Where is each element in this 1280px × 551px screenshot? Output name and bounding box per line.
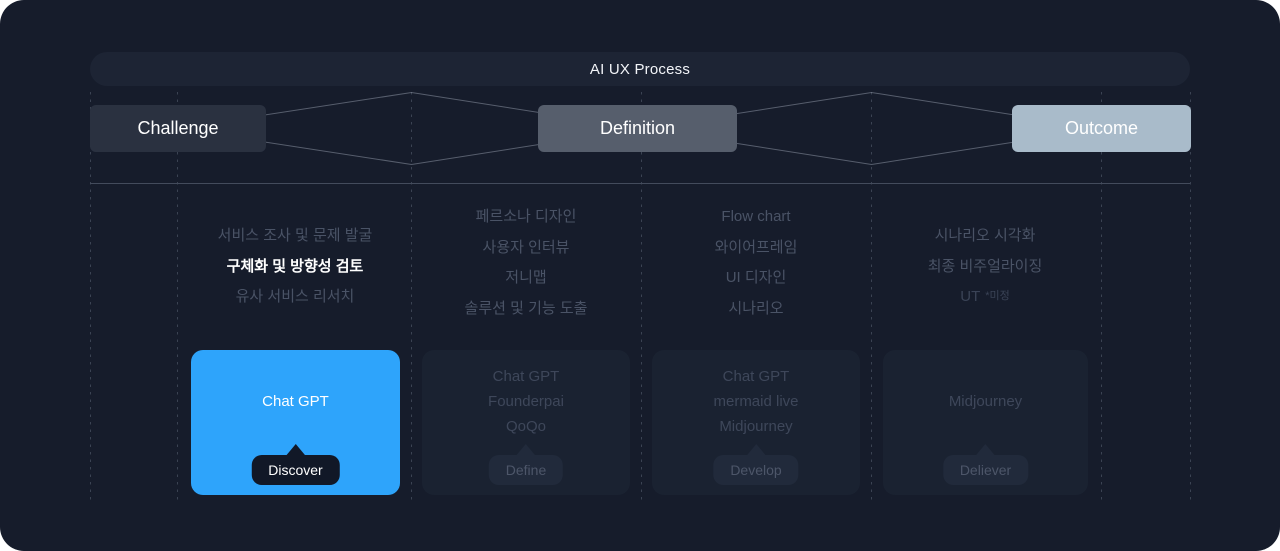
task-column-develop: Flow chart 와이어프레임 UI 디자인 시나리오 <box>636 207 876 329</box>
task-item: UI 디자인 <box>725 269 787 286</box>
discover-button[interactable]: Discover <box>251 444 340 485</box>
task-item: 페르소나 디자인 <box>475 208 577 225</box>
tooltip-pointer-icon <box>285 444 306 456</box>
develop-button-label: Develop <box>713 455 799 485</box>
task-item: 시나리오 <box>728 299 784 317</box>
page-title: AI UX Process <box>589 60 691 78</box>
define-button-label: Define <box>488 455 564 485</box>
define-button[interactable]: Define <box>488 444 564 485</box>
tool-card-develop[interactable]: Chat GPT mermaid live Midjourney Develop <box>652 350 860 495</box>
tool-name: Chat GPT <box>722 368 790 385</box>
task-column-deliver: 시나리오 시각화 최종 비주얼라이징 UT *미정 <box>865 226 1105 318</box>
stage-outcome: Outcome <box>1012 105 1191 152</box>
process-title-banner: AI UX Process <box>90 52 1190 86</box>
tool-name: Chat GPT <box>262 393 329 410</box>
tool-list: Chat GPT mermaid live Midjourney <box>652 364 860 439</box>
task-item: Flow chart <box>721 208 791 225</box>
task-item: 저니맵 <box>505 269 547 286</box>
tool-card-define[interactable]: Chat GPT Founderpai QoQo Define <box>422 350 630 495</box>
stage-definition: Definition <box>538 105 737 152</box>
deliver-button-label: Deliever <box>942 455 1029 485</box>
task-item: 와이어프레임 <box>714 238 798 256</box>
task-item: 유사 서비스 리서치 <box>235 288 355 305</box>
tool-list: Chat GPT Founderpai QoQo <box>422 364 630 439</box>
task-item: 최종 비주얼라이징 <box>927 257 1043 275</box>
task-item-pending: UT *미정 <box>865 287 1105 307</box>
develop-button[interactable]: Develop <box>713 444 799 485</box>
stage-outcome-label: Outcome <box>1064 118 1139 138</box>
task-item-emphasized: 구체화 및 방향성 검토 <box>226 257 364 275</box>
tool-name: Founderpai <box>488 393 564 410</box>
stage-challenge-label: Challenge <box>137 118 219 138</box>
tool-name: Midjourney <box>719 418 793 435</box>
deliver-button[interactable]: Deliever <box>942 444 1029 485</box>
tool-card-discover[interactable]: Chat GPT Discover <box>191 350 400 495</box>
tooltip-pointer-icon <box>516 444 536 456</box>
task-column-define: 페르소나 디자인 사용자 인터뷰 저니맵 솔루션 및 기능 도출 <box>406 207 646 329</box>
tooltip-pointer-icon <box>746 444 766 456</box>
task-item: 시나리오 시각화 <box>934 227 1036 244</box>
tool-name: QoQo <box>505 418 547 435</box>
stage-challenge: Challenge <box>90 105 266 152</box>
tool-name: Midjourney <box>948 393 1023 410</box>
tool-name: mermaid live <box>713 393 799 410</box>
tool-card-deliver[interactable]: Midjourney Deliever <box>883 350 1088 495</box>
task-item: 서비스 조사 및 문제 발굴 <box>217 227 373 244</box>
task-item-note: *미정 <box>985 290 1010 302</box>
tool-name: Chat GPT <box>492 368 560 385</box>
task-item-label: UT <box>960 288 981 305</box>
task-item: 솔루션 및 기능 도출 <box>464 299 588 317</box>
discover-button-label: Discover <box>251 455 340 485</box>
task-item: 사용자 인터뷰 <box>482 238 570 256</box>
milestone-dashed-lines <box>90 92 1191 503</box>
stage-definition-label: Definition <box>599 118 676 138</box>
task-column-discover: 서비스 조사 및 문제 발굴 구체화 및 방향성 검토 유사 서비스 리서치 <box>175 226 415 318</box>
tooltip-pointer-icon <box>975 444 996 456</box>
